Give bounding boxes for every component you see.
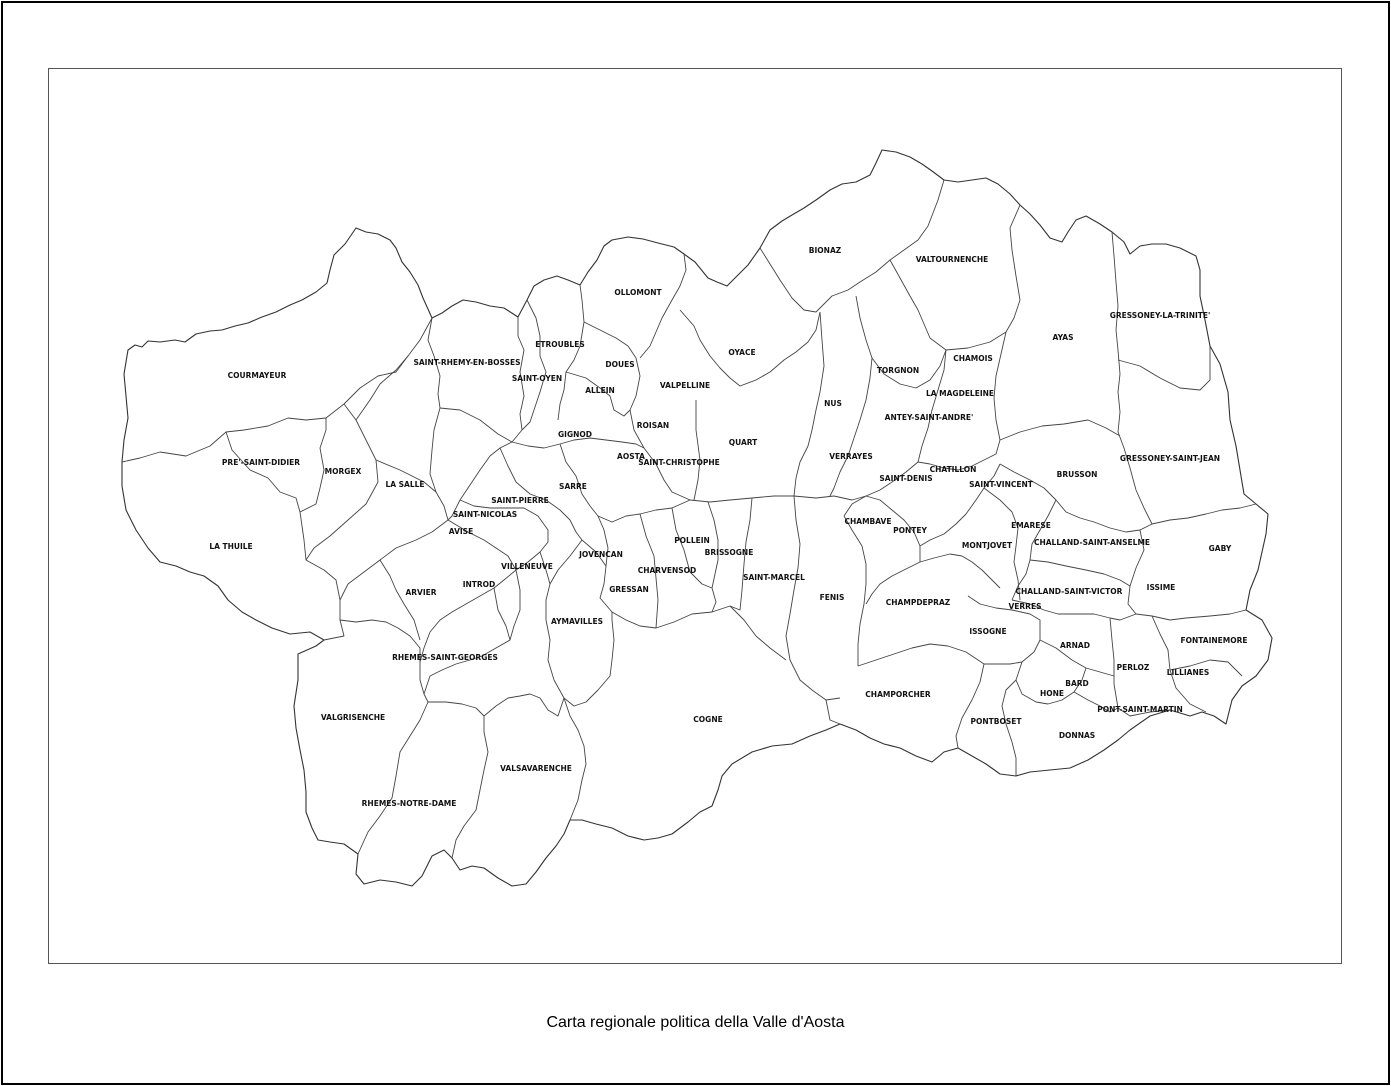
label-villeneuve: VILLENEUVE bbox=[501, 562, 553, 571]
label-saint-oyen: SAINT-OYEN bbox=[512, 374, 562, 383]
region-outline bbox=[121, 149, 1273, 887]
label-challand-saint-anselme: CHALLAND-SAINT-ANSELME bbox=[1034, 538, 1150, 547]
label-lillianes: LILLIANES bbox=[1167, 668, 1210, 677]
label-la-salle: LA SALLE bbox=[385, 480, 424, 489]
label-chatillon: CHATILLON bbox=[930, 465, 977, 474]
label-donnas: DONNAS bbox=[1059, 731, 1095, 740]
label-sarre: SARRE bbox=[559, 482, 587, 491]
label-avise: AVISE bbox=[449, 527, 473, 536]
label-pre-saint-didier: PRE'-SAINT-DIDIER bbox=[222, 458, 300, 467]
label-bionaz: BIONAZ bbox=[809, 246, 842, 255]
municipality-labels: COURMAYEUR PRE'-SAINT-DIDIER LA THUILE M… bbox=[209, 246, 1247, 808]
label-issogne: ISSOGNE bbox=[969, 627, 1006, 636]
label-saint-denis: SAINT-DENIS bbox=[879, 474, 932, 483]
label-pollein: POLLEIN bbox=[674, 536, 710, 545]
label-fenis: FENIS bbox=[820, 593, 845, 602]
label-gressoney-la-trinite: GRESSONEY-LA-TRINITE' bbox=[1110, 311, 1211, 320]
label-ollomont: OLLOMONT bbox=[614, 288, 662, 297]
label-bard: BARD bbox=[1065, 679, 1089, 688]
label-champdepraz: CHAMPDEPRAZ bbox=[886, 598, 951, 607]
label-valtournenche: VALTOURNENCHE bbox=[916, 255, 989, 264]
label-brissogne: BRISSOGNE bbox=[705, 548, 754, 557]
label-saint-vincent: SAINT-VINCENT bbox=[969, 480, 1034, 489]
label-champorcher: CHAMPORCHER bbox=[865, 690, 931, 699]
map-frame bbox=[48, 68, 1342, 964]
label-perloz: PERLOZ bbox=[1117, 663, 1150, 672]
label-charvensod: CHARVENSOD bbox=[638, 566, 697, 575]
label-saint-marcel: SAINT-MARCEL bbox=[743, 573, 805, 582]
label-verres: VERRES bbox=[1008, 602, 1041, 611]
label-nus: NUS bbox=[824, 399, 842, 408]
label-gaby: GABY bbox=[1209, 544, 1232, 553]
label-gignod: GIGNOD bbox=[558, 430, 592, 439]
label-la-magdeleine: LA MAGDELEINE bbox=[926, 389, 994, 398]
label-allein: ALLEIN bbox=[585, 386, 615, 395]
label-pont-saint-martin: PONT-SAINT-MARTIN bbox=[1097, 705, 1183, 714]
label-valgrisenche: VALGRISENCHE bbox=[321, 713, 385, 722]
label-cogne: COGNE bbox=[693, 715, 722, 724]
label-arvier: ARVIER bbox=[405, 588, 436, 597]
map-caption: Carta regionale politica della Valle d'A… bbox=[546, 1014, 845, 1031]
label-challand-saint-victor: CHALLAND-SAINT-VICTOR bbox=[1016, 587, 1123, 596]
label-brusson: BRUSSON bbox=[1057, 470, 1098, 479]
label-doues: DOUES bbox=[605, 360, 634, 369]
label-fontainemore: FONTAINEMORE bbox=[1180, 636, 1247, 645]
label-pontboset: PONTBOSET bbox=[971, 717, 1023, 726]
label-etroubles: ETROUBLES bbox=[535, 340, 585, 349]
label-oyace: OYACE bbox=[728, 348, 755, 357]
label-quart: QUART bbox=[729, 438, 758, 447]
label-saint-nicolas: SAINT-NICOLAS bbox=[453, 510, 517, 519]
label-chambave: CHAMBAVE bbox=[845, 517, 892, 526]
label-gressoney-saint-jean: GRESSONEY-SAINT-JEAN bbox=[1120, 454, 1220, 463]
label-saint-christophe: SAINT-CHRISTOPHE bbox=[638, 458, 720, 467]
label-hone: HONE bbox=[1040, 689, 1064, 698]
label-saint-rhemy-en-bosses: SAINT-RHEMY-EN-BOSSES bbox=[413, 358, 520, 367]
label-saint-pierre: SAINT-PIERRE bbox=[491, 496, 548, 505]
label-chamois: CHAMOIS bbox=[953, 354, 993, 363]
label-rhemes-notre-dame: RHEMES-NOTRE-DAME bbox=[362, 799, 457, 808]
label-introd: INTROD bbox=[463, 580, 496, 589]
label-arnad: ARNAD bbox=[1060, 641, 1090, 650]
label-gressan: GRESSAN bbox=[609, 585, 649, 594]
label-jovencan: JOVENCAN bbox=[578, 550, 623, 559]
label-rhemes-saint-georges: RHEMES-SAINT-GEORGES bbox=[392, 653, 498, 662]
label-issime: ISSIME bbox=[1147, 583, 1176, 592]
label-emarese: EMARESE bbox=[1011, 521, 1051, 530]
label-ayas: AYAS bbox=[1052, 333, 1073, 342]
label-valsavarenche: VALSAVARENCHE bbox=[500, 764, 572, 773]
municipal-boundaries bbox=[121, 179, 1257, 859]
label-aosta: AOSTA bbox=[617, 452, 645, 461]
label-antey-saint-andre: ANTEY-SAINT-ANDRE' bbox=[885, 413, 974, 422]
label-pontey: PONTEY bbox=[893, 526, 927, 535]
label-aymavilles: AYMAVILLES bbox=[551, 617, 603, 626]
label-courmayeur: COURMAYEUR bbox=[228, 371, 287, 380]
label-montjovet: MONTJOVET bbox=[962, 541, 1013, 550]
label-torgnon: TORGNON bbox=[877, 366, 919, 375]
label-verrayes: VERRAYES bbox=[829, 452, 873, 461]
label-valpelline: VALPELLINE bbox=[660, 381, 710, 390]
label-roisan: ROISAN bbox=[637, 421, 669, 430]
label-la-thuile: LA THUILE bbox=[209, 542, 252, 551]
label-morgex: MORGEX bbox=[325, 467, 362, 476]
